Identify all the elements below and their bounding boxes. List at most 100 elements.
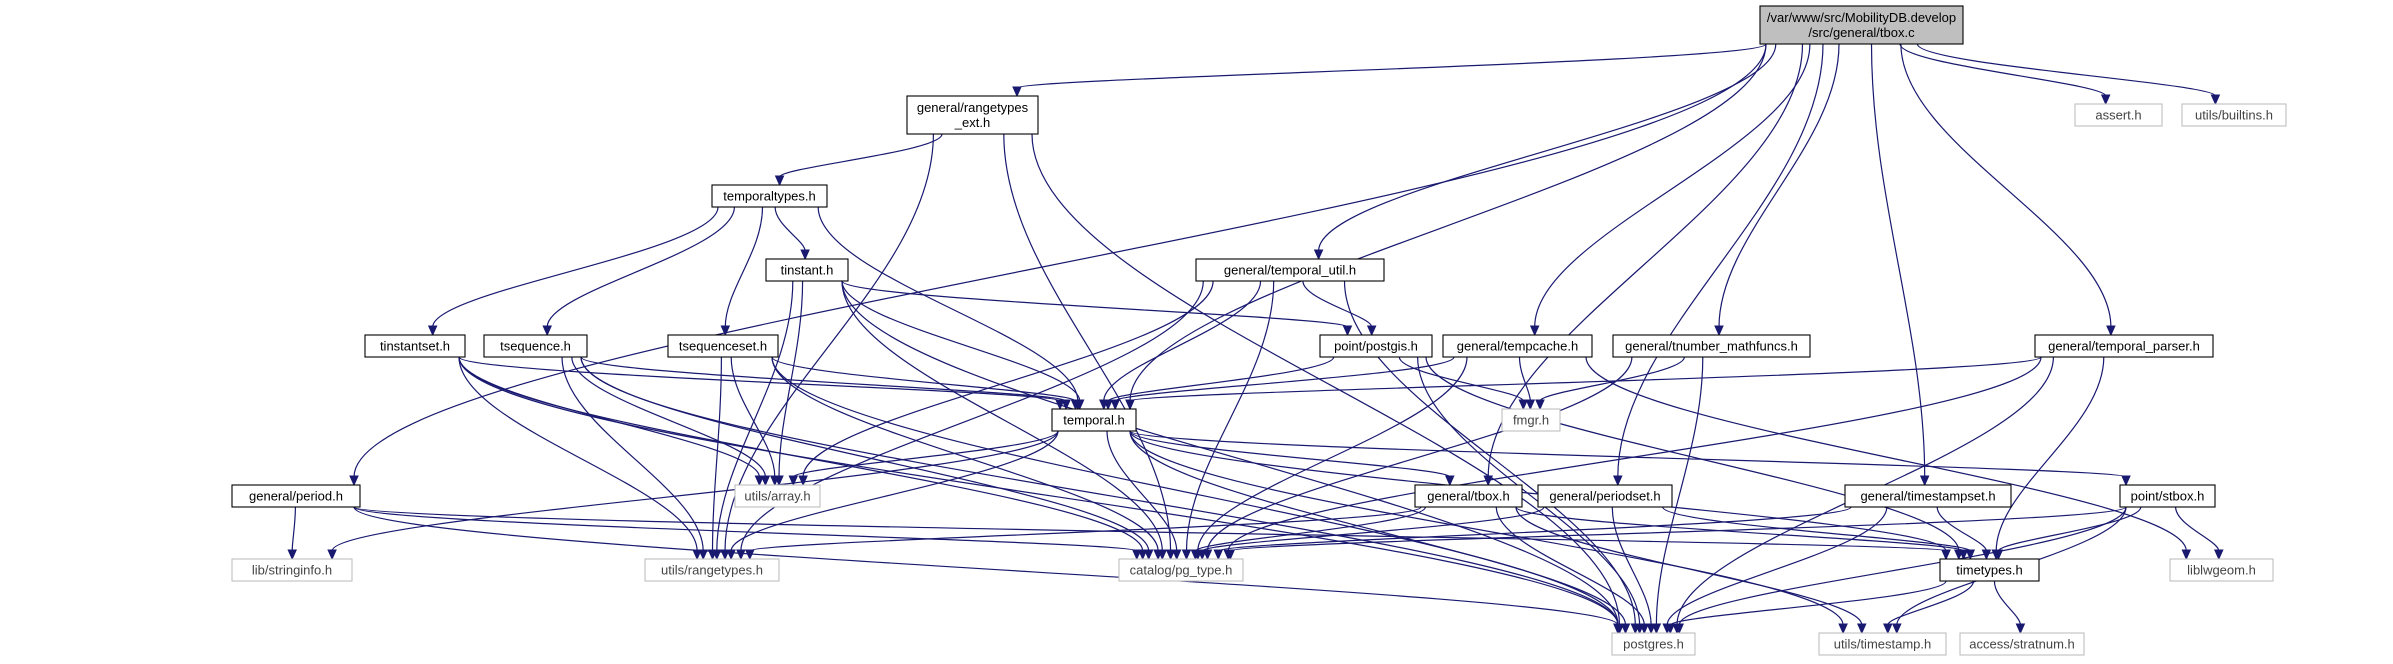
- edge-tnumber_mathfuncs-to-postgres: [1655, 356, 1704, 626]
- node-label: tsequence.h: [500, 339, 571, 354]
- node-timestampset[interactable]: general/timestampset.h: [1844, 484, 2012, 508]
- edge-arrowhead: [1714, 325, 1724, 337]
- node-stbox[interactable]: point/stbox.h: [2119, 484, 2216, 508]
- node-array: utils/array.h: [734, 484, 821, 508]
- node-label: general/tempcache.h: [1457, 339, 1578, 354]
- edge-temporal-to-timestamp: [1129, 430, 1844, 626]
- node-postgis[interactable]: point/postgis.h: [1319, 334, 1433, 358]
- node-tempcache[interactable]: general/tempcache.h: [1442, 334, 1593, 358]
- edge-arrowhead: [1613, 475, 1623, 487]
- node-period[interactable]: general/period.h: [231, 484, 361, 508]
- node-root[interactable]: /var/www/src/MobilityDB.develop/src/gene…: [1759, 5, 1964, 45]
- edge-stbox-to-pg_type: [1229, 506, 2127, 552]
- edge-postgis-to-postgres: [1417, 356, 1641, 626]
- node-tsequenceset[interactable]: tsequenceset.h: [667, 334, 779, 358]
- edge-temporal-to-stringinfo: [331, 430, 1059, 552]
- node-box: [1939, 558, 2040, 582]
- edge-arrowhead: [1143, 549, 1154, 561]
- node-periodset[interactable]: general/periodset.h: [1537, 484, 1673, 508]
- edge-arrowhead: [2015, 623, 2026, 635]
- edge-arrowhead: [1012, 86, 1022, 98]
- edge-arrowhead: [1366, 325, 1377, 337]
- edge-tinstantset-to-postgres: [458, 356, 1619, 626]
- node-label: general/timestampset.h: [1860, 489, 1995, 504]
- edge-tsequenceset-to-pg_type: [771, 356, 1159, 552]
- edge-arrowhead: [760, 475, 771, 487]
- dependency-edges: [287, 43, 2224, 635]
- edge-arrowhead: [1620, 623, 1631, 635]
- edge-tnumber_mathfuncs-to-fmgr: [1539, 356, 1685, 402]
- node-tbox_h[interactable]: general/tbox.h: [1414, 484, 1523, 508]
- edge-temporal_util-to-temporal: [1103, 280, 1262, 402]
- node-temporal_parser[interactable]: general/temporal_parser.h: [2034, 334, 2214, 358]
- edge-tsequenceset-to-postgres: [771, 356, 1619, 626]
- node-label: general/temporal_parser.h: [2048, 339, 2200, 354]
- node-box: [231, 484, 361, 508]
- node-box: [644, 558, 780, 582]
- edge-arrowhead: [1110, 399, 1120, 411]
- node-builtins: utils/builtins.h: [2181, 103, 2287, 127]
- edge-arrowhead: [427, 325, 438, 337]
- node-label: tsequenceset.h: [679, 339, 767, 354]
- node-label: timetypes.h: [1956, 563, 2022, 578]
- node-timetypes[interactable]: timetypes.h: [1939, 558, 2040, 582]
- node-postgres: postgres.h: [1611, 632, 1696, 656]
- node-label: access/stratnum.h: [1969, 637, 2075, 652]
- edge-tsequence-to-array: [571, 356, 766, 478]
- edge-root-to-temporal_util: [1318, 43, 1777, 252]
- edge-arrowhead: [736, 549, 746, 561]
- edge-tinstant-to-temporal: [841, 280, 1081, 402]
- node-box: [1759, 5, 1964, 45]
- edge-tsequence-to-postgres: [580, 356, 1619, 626]
- edge-temporal_util-to-pg_type: [1185, 280, 1275, 552]
- node-box: [1818, 632, 1947, 656]
- edge-arrowhead: [1883, 623, 1893, 635]
- edge-tinstant-to-postgis: [841, 280, 1349, 328]
- edge-arrowhead: [1674, 623, 1684, 635]
- edge-arrowhead: [1070, 399, 1081, 411]
- node-label: temporal.h: [1063, 413, 1124, 428]
- edge-arrowhead: [788, 475, 799, 487]
- edge-arrowhead: [1941, 549, 1951, 561]
- edge-root-to-temporal: [1129, 43, 1767, 402]
- node-box: [906, 95, 1039, 135]
- node-tinstant[interactable]: tinstant.h: [765, 258, 849, 282]
- node-temporal[interactable]: temporal.h: [1051, 408, 1137, 432]
- edge-tempcache-to-fmgr: [1518, 356, 1531, 402]
- node-box: [1319, 334, 1433, 358]
- edge-arrowhead: [1132, 549, 1142, 561]
- edge-periodset-to-pg_type: [1201, 506, 1545, 552]
- edge-arrowhead: [2121, 475, 2131, 487]
- node-box: [1501, 408, 1561, 432]
- edge-arrowhead: [1965, 549, 1976, 561]
- edge-arrowhead: [287, 549, 297, 561]
- edge-arrowhead: [707, 549, 718, 561]
- node-tinstantset[interactable]: tinstantset.h: [364, 334, 466, 358]
- node-box: [483, 334, 588, 358]
- node-temporaltypes[interactable]: temporaltypes.h: [711, 184, 828, 208]
- edge-tinstant-to-rangetypes: [716, 280, 794, 552]
- edge-arrowhead: [1213, 549, 1224, 561]
- edge-arrowhead: [770, 475, 780, 487]
- node-box: [2119, 484, 2216, 508]
- edge-temporaltypes-to-tinstantset: [432, 206, 719, 328]
- node-tnumber_mathfuncs[interactable]: general/tnumber_mathfuncs.h: [1612, 334, 1811, 358]
- node-label: general/temporal_util.h: [1224, 263, 1356, 278]
- node-tsequence[interactable]: tsequence.h: [483, 334, 588, 358]
- node-label: general/periodset.h: [1549, 489, 1660, 504]
- node-box: [765, 258, 849, 282]
- edge-tinstantset-to-pg_type: [458, 356, 1144, 552]
- edge-arrowhead: [1197, 549, 1207, 561]
- edge-tinstant-to-postgres: [841, 280, 1619, 626]
- node-box: [2181, 103, 2287, 127]
- edge-arrowhead: [1525, 399, 1536, 411]
- edge-period-to-pg_type: [353, 506, 1138, 552]
- node-temporal_util[interactable]: general/temporal_util.h: [1195, 258, 1385, 282]
- node-rangetypes_ext[interactable]: general/rangetypes_ext.h: [906, 95, 1039, 135]
- edge-temporaltypes-to-tsequenceset: [724, 206, 764, 328]
- node-box: [2034, 334, 2214, 358]
- edge-period-to-stringinfo: [291, 506, 296, 552]
- node-label: fmgr.h: [1513, 413, 1549, 428]
- edge-arrowhead: [1153, 549, 1163, 561]
- edge-tsequence-to-temporal: [580, 356, 1067, 402]
